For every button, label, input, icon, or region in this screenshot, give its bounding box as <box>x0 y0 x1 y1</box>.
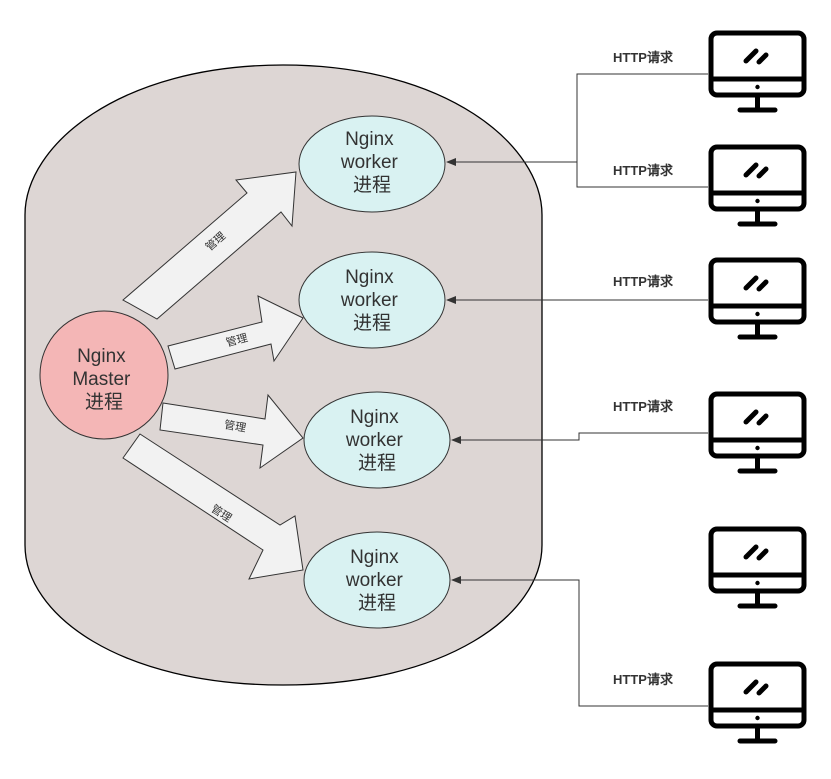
request-connector-2 <box>576 162 708 188</box>
worker-process-ellipse <box>303 391 451 489</box>
monitor-icon <box>711 147 804 224</box>
master-process-label: Nginx Master 进程 <box>72 346 135 413</box>
monitor-icon <box>711 33 804 110</box>
worker-process-label: Nginx worker 进程 <box>340 267 403 334</box>
manage-arrow-shape <box>122 171 297 320</box>
manage-arrow-2: 管理 <box>167 295 304 370</box>
monitor-icon <box>711 394 804 471</box>
request-arrow-4 <box>451 576 708 707</box>
manage-arrow-shape <box>167 295 304 370</box>
worker-process-label: Nginx worker 进程 <box>345 547 408 614</box>
request-arrow-3 <box>451 432 708 444</box>
request-connectors <box>446 73 708 707</box>
monitor-icon <box>711 664 804 741</box>
manage-arrow-label: 管理 <box>223 417 247 435</box>
http-request-labels: HTTP请求 HTTP请求 HTTP请求 HTTP请求 HTTP请求 <box>613 50 674 687</box>
worker-process-node-2: Nginx worker 进程 <box>298 251 446 349</box>
manage-arrow-4: 管理 <box>122 433 304 580</box>
worker-process-ellipse <box>298 115 446 213</box>
manage-arrow-shape <box>159 393 304 470</box>
client-monitors <box>711 33 804 741</box>
manage-arrow-1: 管理 <box>122 171 297 320</box>
worker-process-ellipse <box>298 251 446 349</box>
process-container <box>24 64 543 686</box>
http-request-label: HTTP请求 <box>613 50 674 65</box>
http-request-label: HTTP请求 <box>613 163 674 178</box>
worker-process-label: Nginx worker 进程 <box>340 129 403 196</box>
worker-process-node-4: Nginx worker 进程 <box>303 531 451 629</box>
worker-process-node-3: Nginx worker 进程 <box>303 391 451 489</box>
http-request-label: HTTP请求 <box>613 672 674 687</box>
monitor-icon <box>711 260 804 337</box>
master-process-ellipse <box>39 310 169 440</box>
worker-process-node-1: Nginx worker 进程 <box>298 115 446 213</box>
manage-arrow-3: 管理 <box>159 393 304 470</box>
http-request-label: HTTP请求 <box>613 274 674 289</box>
request-connector-1 <box>576 73 708 162</box>
http-request-label: HTTP请求 <box>613 399 674 414</box>
worker-process-label: Nginx worker 进程 <box>345 407 408 474</box>
manage-arrow-shape <box>122 433 304 580</box>
monitor-icon <box>711 529 804 606</box>
worker-process-ellipse <box>303 531 451 629</box>
master-process-node: Nginx Master 进程 <box>39 310 169 440</box>
